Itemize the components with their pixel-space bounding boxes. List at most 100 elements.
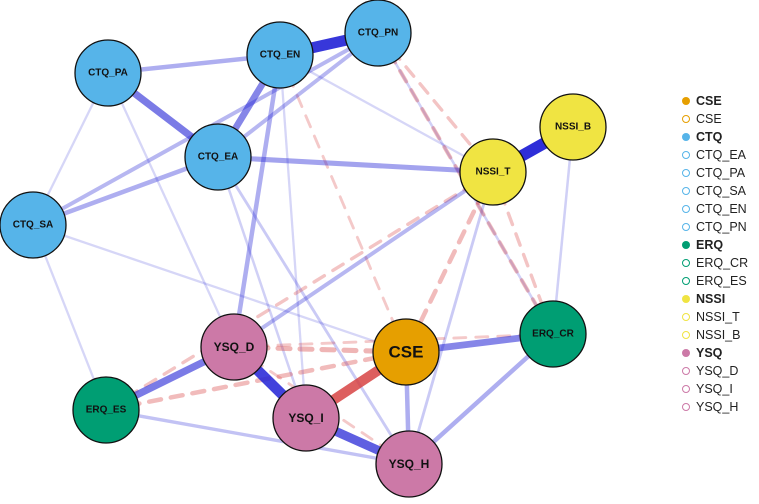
legend-item-NSSI_B: NSSI_B bbox=[682, 326, 748, 344]
legend-group-CTQ: CTQ bbox=[682, 128, 748, 146]
node-circle-YSQ_H bbox=[375, 430, 443, 498]
node-NSSI_B: NSSI_B bbox=[539, 93, 607, 161]
edge-CTQ_EA-YSQ_H bbox=[216, 156, 411, 465]
node-circle-YSQ_I bbox=[272, 384, 340, 452]
legend-group-ERQ: ERQ bbox=[682, 236, 748, 254]
legend-ring-icon bbox=[682, 259, 690, 267]
legend-group-YSQ: YSQ bbox=[682, 344, 748, 362]
legend-item-CTQ_SA: CTQ_SA bbox=[682, 182, 748, 200]
edge-CTQ_PN-CTQ_EA bbox=[216, 31, 380, 159]
legend-group-CSE: CSE bbox=[682, 92, 748, 110]
legend-item-YSQ_H: YSQ_H bbox=[682, 398, 748, 416]
legend-ring-icon bbox=[682, 187, 690, 195]
node-circle-NSSI_T bbox=[459, 138, 527, 206]
legend-ring-icon bbox=[682, 313, 690, 321]
legend-filled-dot-icon bbox=[682, 349, 690, 357]
edge-NSSI_T-ERQ_ES bbox=[104, 170, 495, 412]
legend-ring-icon bbox=[682, 205, 690, 213]
edge-CTQ_EA-NSSI_T bbox=[217, 154, 494, 175]
node-circle-CTQ_PA bbox=[74, 39, 142, 107]
node-CSE: CSE bbox=[372, 318, 440, 386]
legend-label: CTQ bbox=[696, 130, 723, 144]
legend-label: ERQ_ES bbox=[696, 274, 747, 288]
legend-ring-icon bbox=[682, 223, 690, 231]
node-CTQ_PA: CTQ_PA bbox=[74, 39, 142, 107]
legend-filled-dot-icon bbox=[682, 295, 690, 303]
legend-item-ERQ_ES: ERQ_ES bbox=[682, 272, 748, 290]
legend-label: YSQ_H bbox=[696, 400, 739, 414]
legend-ring-icon bbox=[682, 385, 690, 393]
node-label-YSQ_I: YSQ_I bbox=[288, 411, 323, 425]
edge-NSSI_T-YSQ_D bbox=[232, 170, 495, 349]
legend-label: ERQ bbox=[696, 238, 724, 252]
node-circle-ERQ_CR bbox=[519, 300, 587, 368]
legend-label: CSE bbox=[696, 94, 722, 108]
node-ERQ_CR: ERQ_CR bbox=[519, 300, 587, 368]
legend-ring-icon bbox=[682, 277, 690, 285]
legend-label: CTQ_SA bbox=[696, 184, 747, 198]
legend-label: YSQ_I bbox=[696, 382, 733, 396]
legend: CSE CSE CTQ CTQ_EA CTQ_PA CTQ_SA CTQ_EN CTQ_PN E… bbox=[682, 92, 748, 416]
node-label-YSQ_D: YSQ_D bbox=[214, 340, 255, 354]
legend-ring-icon bbox=[682, 115, 690, 123]
legend-label: CSE bbox=[696, 112, 722, 126]
node-label-CTQ_PA: CTQ_PA bbox=[88, 68, 128, 79]
legend-item-ERQ_CR: ERQ_CR bbox=[682, 254, 748, 272]
node-label-CTQ_SA: CTQ_SA bbox=[13, 220, 54, 231]
edge-ERQ_ES-YSQ_H bbox=[105, 408, 410, 466]
legend-filled-dot-icon bbox=[682, 97, 690, 105]
legend-item-CTQ_PN: CTQ_PN bbox=[682, 218, 748, 236]
legend-label: CTQ_PN bbox=[696, 220, 747, 234]
legend-item-YSQ_D: YSQ_D bbox=[682, 362, 748, 380]
legend-item-NSSI_T: NSSI_T bbox=[682, 308, 748, 326]
legend-label: YSQ_D bbox=[696, 364, 739, 378]
legend-label: NSSI_B bbox=[696, 328, 741, 342]
legend-ring-icon bbox=[682, 169, 690, 177]
node-label-CSE: CSE bbox=[389, 343, 424, 362]
node-circle-CTQ_EN bbox=[246, 21, 314, 89]
legend-ring-icon bbox=[682, 331, 690, 339]
legend-label: YSQ bbox=[696, 346, 723, 360]
legend-label: CTQ_PA bbox=[696, 166, 746, 180]
node-circle-CTQ_EA bbox=[184, 123, 252, 191]
edge-CTQ_PA-YSQ_D bbox=[106, 72, 236, 348]
legend-item-CTQ_EA: CTQ_EA bbox=[682, 146, 748, 164]
node-YSQ_H: YSQ_H bbox=[375, 430, 443, 498]
legend-item-YSQ_I: YSQ_I bbox=[682, 380, 748, 398]
edge-CTQ_EN-NSSI_T bbox=[279, 53, 494, 174]
legend-label: NSSI bbox=[696, 292, 726, 306]
edge-CTQ_EN-YSQ_D bbox=[231, 54, 283, 348]
node-YSQ_D: YSQ_D bbox=[200, 313, 268, 381]
node-label-ERQ_CR: ERQ_CR bbox=[532, 329, 574, 340]
legend-ring-icon bbox=[682, 151, 690, 159]
node-CTQ_EA: CTQ_EA bbox=[184, 123, 252, 191]
node-circle-CTQ_PN bbox=[344, 0, 412, 67]
legend-filled-dot-icon bbox=[682, 241, 690, 249]
edge-YSQ_D-YSQ_H bbox=[232, 345, 411, 466]
node-circle-NSSI_B bbox=[539, 93, 607, 161]
node-YSQ_I: YSQ_I bbox=[272, 384, 340, 452]
node-ERQ_ES: ERQ_ES bbox=[72, 376, 140, 444]
node-circle-ERQ_ES bbox=[72, 376, 140, 444]
node-NSSI_T: NSSI_T bbox=[459, 138, 527, 206]
legend-label: CTQ_EA bbox=[696, 148, 747, 162]
edge-CTQ_EN-YSQ_I bbox=[278, 54, 308, 419]
node-label-CTQ_EN: CTQ_EN bbox=[260, 50, 301, 61]
node-circle-CTQ_SA bbox=[0, 191, 67, 259]
legend-item-CTQ_EN: CTQ_EN bbox=[682, 200, 748, 218]
node-circle-YSQ_D bbox=[200, 313, 268, 381]
node-label-NSSI_B: NSSI_B bbox=[555, 122, 591, 133]
legend-ring-icon bbox=[682, 367, 690, 375]
edge-CTQ_SA-CSE bbox=[32, 223, 407, 354]
edge-ERQ_ES-CSE bbox=[103, 349, 409, 413]
edge-CTQ_EA-YSQ_I bbox=[216, 156, 308, 419]
legend-item-CTQ_PA: CTQ_PA bbox=[682, 164, 748, 182]
legend-label: NSSI_T bbox=[696, 310, 740, 324]
legend-label: ERQ_CR bbox=[696, 256, 749, 270]
node-CTQ_PN: CTQ_PN bbox=[344, 0, 412, 67]
node-CTQ_EN: CTQ_EN bbox=[246, 21, 314, 89]
node-label-NSSI_T: NSSI_T bbox=[475, 167, 510, 178]
node-circle-CSE bbox=[372, 318, 440, 386]
node-label-YSQ_H: YSQ_H bbox=[389, 457, 430, 471]
